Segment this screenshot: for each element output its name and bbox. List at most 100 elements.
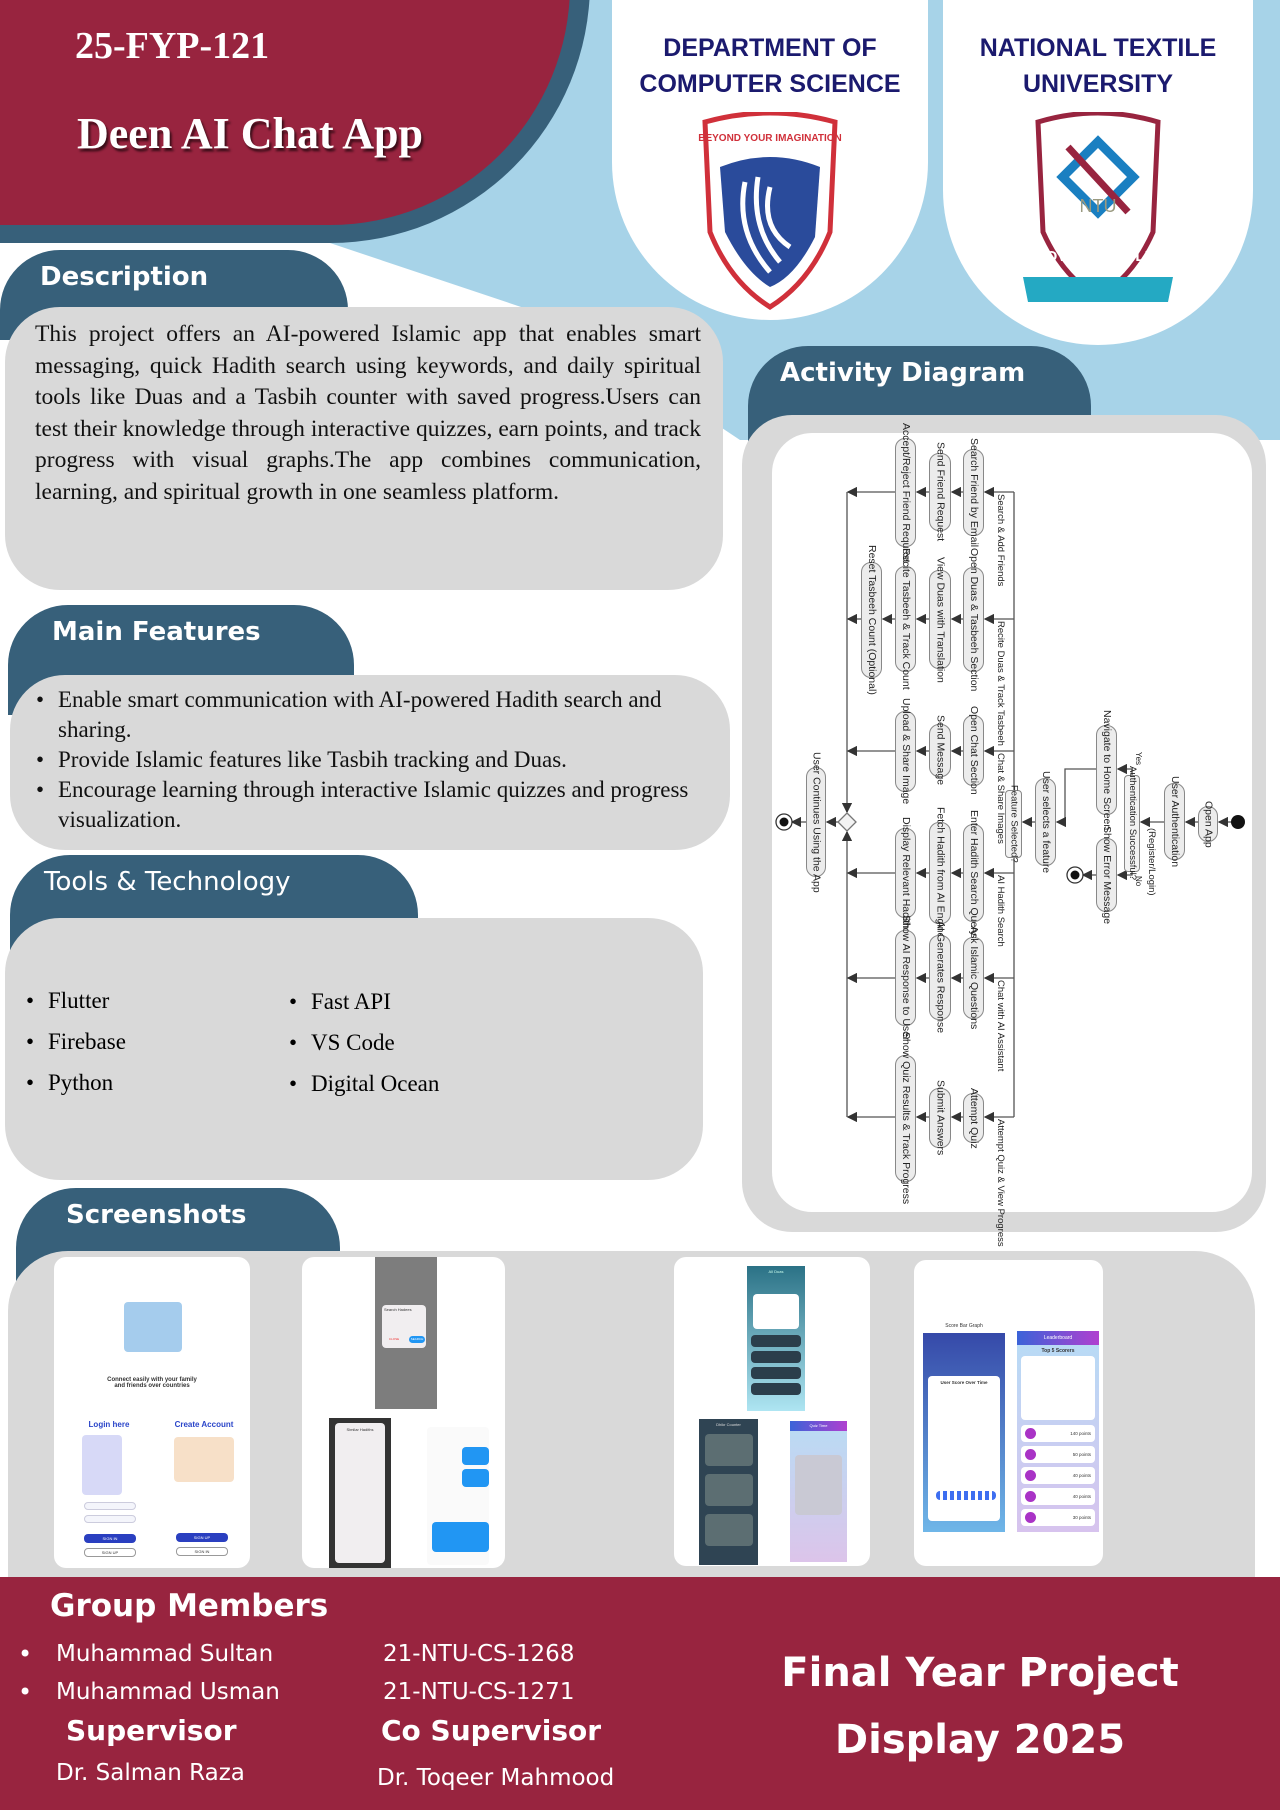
dua-item bbox=[751, 1335, 801, 1347]
activity-step: Send Message bbox=[929, 715, 951, 786]
message-bubble bbox=[462, 1469, 489, 1487]
email-field[interactable] bbox=[84, 1502, 136, 1510]
dua-item bbox=[751, 1351, 801, 1363]
dua-item bbox=[751, 1383, 801, 1395]
screenshot-login: Connect easily with your family and frie… bbox=[54, 1257, 250, 1568]
counter-card bbox=[705, 1434, 753, 1466]
branch-label: Chat & Share Images bbox=[995, 753, 1006, 844]
activity-step: Display Relevant Hadith bbox=[895, 817, 916, 929]
supervisor-label: Supervisor bbox=[66, 1714, 237, 1747]
dua-card bbox=[753, 1294, 799, 1329]
activity-step: Ask Islamic Questions bbox=[963, 926, 984, 1030]
screenshot-duas-counter: All Duas Dhikr Counter Quiz Time bbox=[674, 1257, 870, 1566]
member-bullet: • bbox=[18, 1678, 33, 1706]
tool-item: Digital Ocean bbox=[283, 1063, 439, 1104]
feature-item: Encourage learning through interactive I… bbox=[30, 775, 720, 835]
message-bubble bbox=[432, 1522, 489, 1552]
create-signin-button[interactable]: SIGN IN bbox=[176, 1547, 228, 1556]
label-yes: Yes bbox=[1134, 752, 1143, 766]
create-signup-button[interactable]: SIGN UP bbox=[176, 1533, 228, 1542]
leaderboard-title: Leaderboard bbox=[1017, 1331, 1099, 1345]
ntu-abbr: NTU bbox=[1079, 196, 1117, 216]
project-id: 25-FYP-121 bbox=[75, 25, 270, 67]
node-user-selects-feature: User selects a feature bbox=[1035, 771, 1056, 873]
supervisor-name: Dr. Salman Raza bbox=[56, 1760, 245, 1786]
activity-step: Submit Answers bbox=[929, 1080, 951, 1156]
footer bbox=[0, 1577, 1280, 1810]
university-title: NATIONAL TEXTILE UNIVERSITY bbox=[979, 34, 1217, 98]
close-button[interactable]: CLOSE bbox=[388, 1337, 400, 1341]
quiz-options bbox=[795, 1455, 842, 1515]
avatars bbox=[174, 1437, 234, 1482]
tagline: Connect easily with your family and frie… bbox=[107, 1377, 197, 1389]
score-graph-title: Score Bar Graph bbox=[923, 1320, 1005, 1333]
project-title: Deen AI Chat App bbox=[77, 109, 423, 158]
activity-step: Enter Hadith Search Query bbox=[963, 810, 984, 936]
node-show-error: Show Error Message bbox=[1096, 826, 1117, 924]
branch-label: Chat with AI Assistant bbox=[995, 980, 1006, 1072]
similar-hadiths-title: Similar Hadiths bbox=[346, 1427, 374, 1432]
rank-badge bbox=[1025, 1470, 1036, 1481]
tools-list-1: Flutter Firebase Python bbox=[20, 980, 126, 1103]
score-chart-title: User Score Over Time bbox=[940, 1380, 988, 1385]
login-title: Login here bbox=[88, 1420, 130, 1429]
top-scorers-chart bbox=[1021, 1356, 1095, 1420]
counter-card bbox=[705, 1514, 753, 1546]
department-logo-panel: DEPARTMENT OF COMPUTER SCIENCE BEYOND YO… bbox=[612, 0, 928, 320]
leaderboard-entry: 40 points bbox=[1021, 1467, 1095, 1484]
activity-step: Send Friend Request bbox=[929, 442, 951, 542]
login-illustration bbox=[82, 1435, 122, 1495]
leaderboard-entry: 30 points bbox=[1021, 1509, 1095, 1526]
branch-label: Attempt Quiz & View Progress bbox=[995, 1119, 1006, 1247]
node-navigate-home: Navigate to Home Screen bbox=[1096, 710, 1117, 830]
label-no: No bbox=[1134, 876, 1143, 887]
department-title: DEPARTMENT OF COMPUTER SCIENCE bbox=[639, 34, 901, 98]
score-bars bbox=[936, 1491, 996, 1500]
signup-button[interactable]: SIGN UP bbox=[84, 1548, 136, 1557]
tool-item: Flutter bbox=[20, 980, 126, 1021]
tools-list-2: Fast API VS Code Digital Ocean bbox=[283, 981, 439, 1104]
search-button[interactable]: SEARCH bbox=[409, 1336, 425, 1343]
department-shield-logo bbox=[702, 110, 838, 310]
search-dialog-title: Search Hadees bbox=[384, 1307, 412, 1312]
event-title-line2: Display 2025 bbox=[834, 1717, 1126, 1763]
screenshot-hadith-search: Search Hadees CLOSE SEARCH Similar Hadit… bbox=[302, 1257, 505, 1568]
tool-item: Firebase bbox=[20, 1021, 126, 1062]
node-user-continues: User Continues Using the App bbox=[806, 752, 826, 892]
branch-label: AI Hadith Search bbox=[995, 875, 1006, 947]
top-scorers-title: Top 5 Scorers bbox=[1041, 1348, 1075, 1354]
label-register-login: (Register/Login) bbox=[1146, 828, 1157, 896]
activity-step: Show AI Response to User bbox=[895, 915, 916, 1041]
activity-step: Search Friend by Email bbox=[963, 438, 984, 547]
quiz-title: Quiz Time bbox=[790, 1421, 847, 1431]
dua-item bbox=[751, 1367, 801, 1379]
rank-badge bbox=[1025, 1449, 1036, 1460]
branch-label: Recite Duas & Track Tasbeeh bbox=[995, 621, 1006, 746]
member-id: 21-NTU-CS-1271 bbox=[383, 1679, 575, 1705]
activity-step: Reset Tasbeeh Count (Optional) bbox=[861, 545, 882, 695]
signin-button[interactable]: SIGN IN bbox=[84, 1534, 136, 1543]
duas-title: All Duas bbox=[768, 1269, 784, 1274]
ntu-motto: INNOVATE AND LEAD bbox=[1019, 248, 1177, 265]
department-motto: BEYOND YOUR IMAGINATION bbox=[698, 133, 842, 144]
member-bullet: • bbox=[18, 1640, 33, 1668]
leaderboard-entry: 140 points bbox=[1021, 1425, 1095, 1442]
activity-step: AI Generates Response bbox=[929, 921, 951, 1034]
counter-card bbox=[705, 1474, 753, 1506]
activity-step: Open Duas & Tasbeeh Section bbox=[963, 548, 984, 691]
event-title-line1: Final Year Project bbox=[781, 1650, 1179, 1696]
university-logo-panel: NATIONAL TEXTILE UNIVERSITY NTU INNOVATE… bbox=[943, 0, 1253, 345]
message-bubble bbox=[462, 1447, 489, 1465]
member-name: Muhammad Usman bbox=[56, 1679, 280, 1705]
tool-item: VS Code bbox=[283, 1022, 439, 1063]
activity-step: Recite Tasbeeh & Track Count bbox=[895, 548, 916, 690]
similar-hadith-sheet bbox=[335, 1423, 385, 1563]
feature-item: Enable smart communication with AI-power… bbox=[30, 685, 720, 745]
ntu-shield-logo bbox=[1023, 110, 1173, 302]
co-supervisor-label: Co Supervisor bbox=[381, 1714, 602, 1747]
group-members-heading: Group Members bbox=[50, 1588, 329, 1624]
activity-step: Fetch Hadith from AI Engine bbox=[929, 807, 951, 939]
password-field[interactable] bbox=[84, 1515, 136, 1523]
activity-step: Accept/Reject Friend Request bbox=[895, 423, 916, 562]
rank-badge bbox=[1025, 1491, 1036, 1502]
